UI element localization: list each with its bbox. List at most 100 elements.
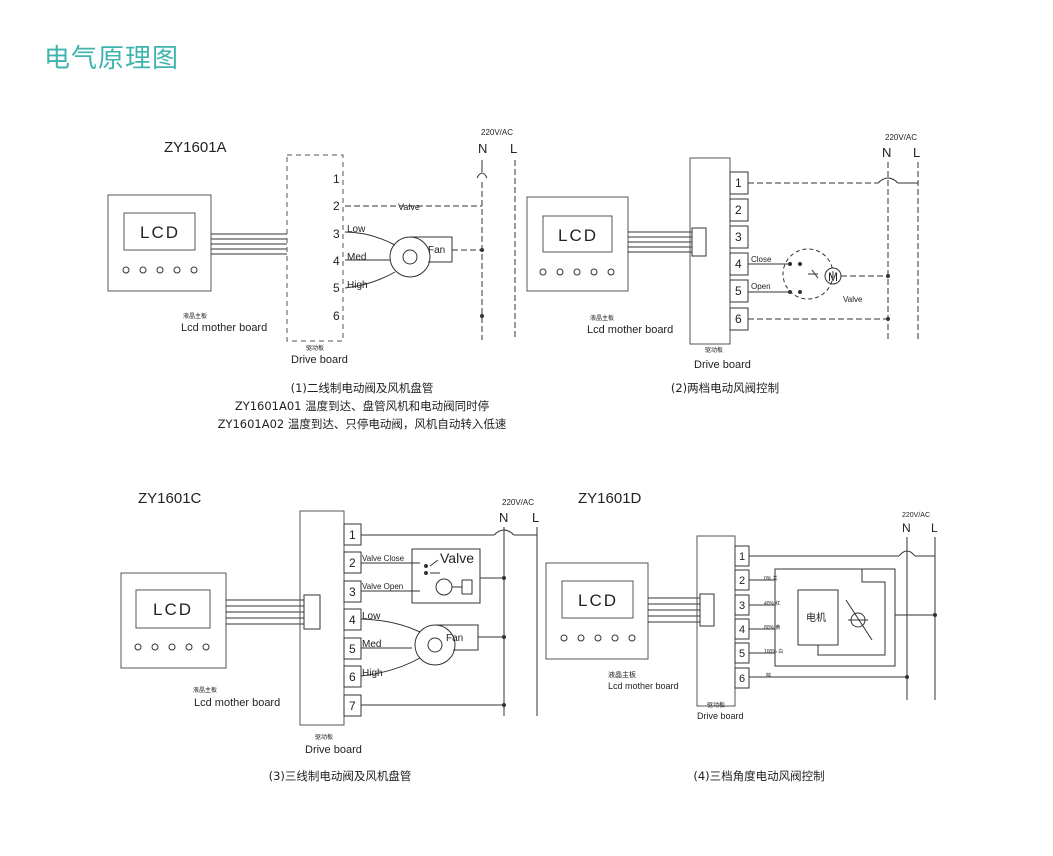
d3-terminal: 7 <box>349 699 356 713</box>
d2-terminal: 6 <box>735 312 742 326</box>
d2-mother-en: Lcd mother board <box>587 324 673 336</box>
d1-terminal: 3 <box>333 227 340 241</box>
d3-fan-label: Fan <box>446 633 463 644</box>
d1-terminal: 2 <box>333 199 340 213</box>
d4-lcd-label: LCD <box>578 591 618 610</box>
d2-terminal: 2 <box>735 203 742 217</box>
d4-wire: 0% 关 <box>764 575 778 582</box>
d2-close: Close <box>751 255 772 264</box>
d3-terminals: 1 2 3 4 5 6 7 <box>343 523 362 717</box>
d3-drive-en: Drive board <box>305 744 362 756</box>
d4-terminals: 1 2 3 4 5 6 <box>734 545 750 689</box>
d1-lcd-screen <box>123 212 196 251</box>
d2-ribbon-cable <box>628 227 707 257</box>
d3-ribbon-cable <box>226 594 321 630</box>
d1-lcd-label: LCD <box>140 223 180 242</box>
page-title: 电气原理图 <box>44 44 180 74</box>
d1-drive-en: Drive board <box>291 354 348 366</box>
d2-buttons <box>539 268 615 276</box>
d1-terminal: 4 <box>333 254 340 268</box>
d1-lcd-panel <box>107 194 212 292</box>
d4-terminal: 1 <box>739 551 745 563</box>
d3-terminal: 3 <box>349 585 356 599</box>
d4-motor: 电机 <box>806 611 826 624</box>
d1-terminal: 6 <box>333 309 340 323</box>
d1-valve-label: Valve <box>398 202 420 212</box>
d3-terminal: 5 <box>349 642 356 656</box>
d4-terminal: 5 <box>739 648 745 660</box>
d1-terminal: 1 <box>333 172 340 186</box>
d3-model: ZY1601C <box>138 490 202 507</box>
d3-mother-cn: 液晶主板 <box>193 686 217 694</box>
diagram-2: LCD 液晶主板 Lcd mother board 驱动板 Drive boar… <box>526 133 920 371</box>
d4-wire: 100% 白 <box>764 648 783 655</box>
d3-terminal: 4 <box>349 613 356 627</box>
d3-valve-label: Valve <box>440 550 474 566</box>
d3-high: High <box>362 668 383 679</box>
d2-terminal: 3 <box>735 230 742 244</box>
d1-low: Low <box>347 224 366 235</box>
d4-wire: 棕 <box>766 672 771 679</box>
d3-l: L <box>532 510 539 525</box>
d3-power: 220V/AC <box>502 498 534 507</box>
d4-mother-en: Lcd mother board <box>608 681 679 691</box>
d3-valve-close: Valve Close <box>362 554 405 563</box>
d2-n: N <box>882 145 891 160</box>
d4-terminal: 3 <box>739 600 745 612</box>
d3-buttons <box>134 643 210 651</box>
d2-drive-cn: 驱动板 <box>705 346 723 354</box>
d1-crossover <box>476 172 488 179</box>
d1-mother-cn: 液晶主板 <box>183 312 207 320</box>
diagram-3: ZY1601C LCD 液晶主板 Lcd mother board 驱动板 Dr… <box>120 490 539 756</box>
d3-low: Low <box>362 611 381 622</box>
d2-caption: (2)两档电动风阀控制 <box>670 381 780 395</box>
d3-terminal: 1 <box>349 528 356 542</box>
d4-wire: 80% 黄 <box>764 624 780 631</box>
d1-terminals: 1 2 3 4 5 6 <box>333 172 340 323</box>
d4-lcd-panel <box>545 562 649 660</box>
d4-terminal: 6 <box>739 673 745 685</box>
d4-lcd-screen <box>561 580 634 619</box>
d2-terminal: 1 <box>735 176 742 190</box>
d2-m: M <box>828 270 838 284</box>
d3-mother-en: Lcd mother board <box>194 697 280 709</box>
d1-power: 220V/AC <box>481 128 513 137</box>
d2-drive-board <box>689 157 731 345</box>
d4-n: N <box>902 521 911 535</box>
d3-drive-board <box>299 510 345 726</box>
d4-l: L <box>931 521 938 535</box>
d3-lcd-label: LCD <box>153 600 193 619</box>
d1-model: ZY1601A <box>164 139 227 156</box>
d2-mother-cn: 液晶主板 <box>590 314 614 322</box>
d1-caption-2: ZY1601A01 温度到达、盘管风机和电动阀同时停 <box>234 399 490 413</box>
d1-terminal: 5 <box>333 281 340 295</box>
d1-n: N <box>478 141 487 156</box>
d1-caption-3: ZY1601A02 温度到达、只停电动阀，风机自动转入低速 <box>217 417 507 431</box>
d2-open: Open <box>751 282 771 291</box>
d2-terminal: 4 <box>735 257 742 271</box>
d1-fan-label: Fan <box>428 245 445 256</box>
d1-l: L <box>510 141 517 156</box>
d2-valve-label: Valve <box>843 295 863 304</box>
d2-l: L <box>913 145 920 160</box>
d3-n: N <box>499 510 508 525</box>
d2-lcd-panel <box>526 196 629 292</box>
d4-drive-en: Drive board <box>697 711 744 721</box>
d4-model: ZY1601D <box>578 490 642 507</box>
d2-terminal: 5 <box>735 284 742 298</box>
d1-med: Med <box>347 252 366 263</box>
d3-valve-open: Valve Open <box>362 582 403 591</box>
d4-caption: (4)三档角度电动风阀控制 <box>693 769 825 783</box>
d3-caption: (3)三线制电动阀及风机盘管 <box>268 769 412 783</box>
d4-drive-board <box>696 535 736 707</box>
d1-drive-cn: 驱动板 <box>306 344 324 352</box>
d3-lcd-screen <box>135 589 211 629</box>
d2-valve-motor <box>748 248 890 300</box>
d1-high: High <box>347 280 368 291</box>
d3-fan <box>360 618 504 677</box>
d4-power: 220V/AC <box>902 512 930 519</box>
d1-buttons <box>122 266 198 274</box>
d4-ribbon-cable <box>648 593 715 627</box>
d3-lcd-panel <box>120 572 227 669</box>
d4-actuator <box>749 568 935 678</box>
